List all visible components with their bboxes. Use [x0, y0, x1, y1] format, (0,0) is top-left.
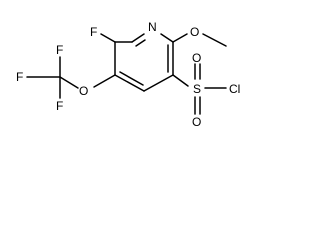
bond-ring-to-methoxy-o [172, 33, 188, 43]
atom-labels: N F O O F F F S O O Cl [16, 20, 240, 129]
atom-o-ether: O [79, 84, 88, 98]
atom-o-methoxy: O [190, 25, 199, 39]
atom-f-cf3-left: F [16, 70, 23, 84]
atom-f-ring: F [90, 25, 97, 39]
bond-c4-c3-inner [119, 71, 144, 86]
bond-ring-to-ether-o [93, 74, 116, 88]
chemical-structure-diagram: N F O O F F F S O O Cl [16, 20, 240, 129]
bond-ring-to-s [172, 74, 189, 87]
bond-c2-n [131, 33, 145, 43]
atom-o-sulfonyl-bottom: O [192, 115, 201, 129]
pyridine-ring [114, 33, 174, 92]
bond-methoxy-o-to-ch3 [202, 33, 227, 47]
bond-c4-c3 [114, 74, 145, 92]
bond-ether-o-to-cf3 [59, 76, 79, 89]
bond-ring-to-f [100, 33, 116, 43]
atom-s: S [193, 82, 201, 96]
bond-n-c6 [160, 33, 174, 43]
bond-c2-n-inner [135, 39, 146, 47]
substituent-bonds [26, 33, 227, 115]
atom-o-sulfonyl-top: O [192, 51, 201, 65]
atom-n: N [148, 20, 157, 34]
atom-f-cf3-bottom: F [56, 99, 63, 113]
bond-c5-c4 [143, 74, 174, 92]
atom-cl: Cl [229, 82, 240, 96]
atom-f-cf3-top: F [56, 43, 63, 57]
